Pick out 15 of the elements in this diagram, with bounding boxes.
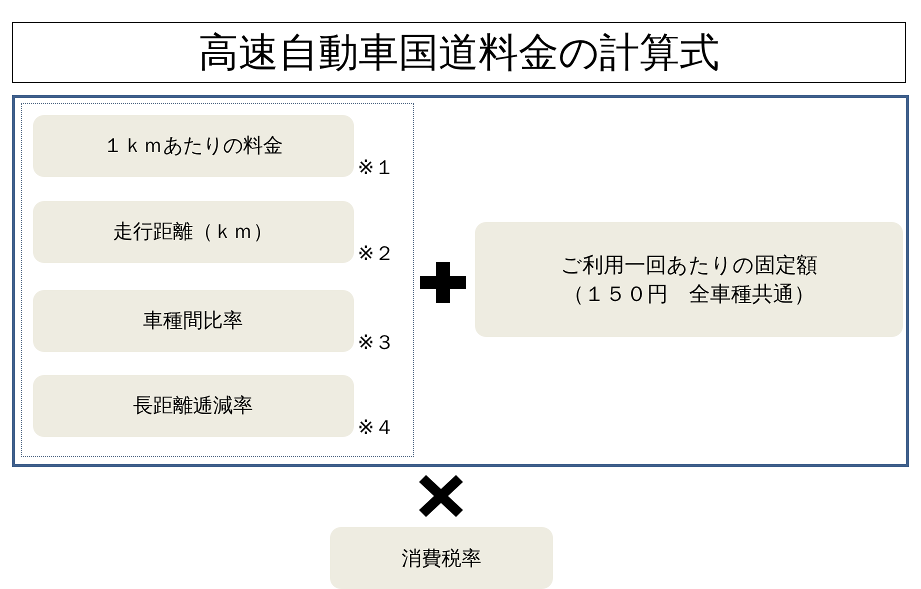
footnote-mark: ※２ bbox=[358, 240, 394, 264]
footnote-mark: ※４ bbox=[358, 414, 394, 438]
term-label: １ｋｍあたりの料金 bbox=[103, 132, 283, 159]
term-label: ご利用一回あたりの固定額（１５０円 全車種共通） bbox=[559, 252, 818, 308]
term-box bbox=[475, 222, 903, 337]
term-label: 走行距離（ｋｍ） bbox=[113, 218, 273, 245]
footnote-mark: ※１ bbox=[358, 154, 394, 178]
term-label: 消費税率 bbox=[402, 544, 482, 572]
term-label: 長距離逓減率 bbox=[133, 392, 253, 419]
term-label: 車種間比率 bbox=[143, 307, 243, 334]
footnote-mark: ※３ bbox=[358, 330, 394, 354]
dotted-group-frame bbox=[21, 103, 414, 457]
title: 高速自動車国道料金の計算式 bbox=[198, 30, 720, 76]
group-frame bbox=[12, 95, 909, 467]
term-box bbox=[330, 527, 553, 589]
